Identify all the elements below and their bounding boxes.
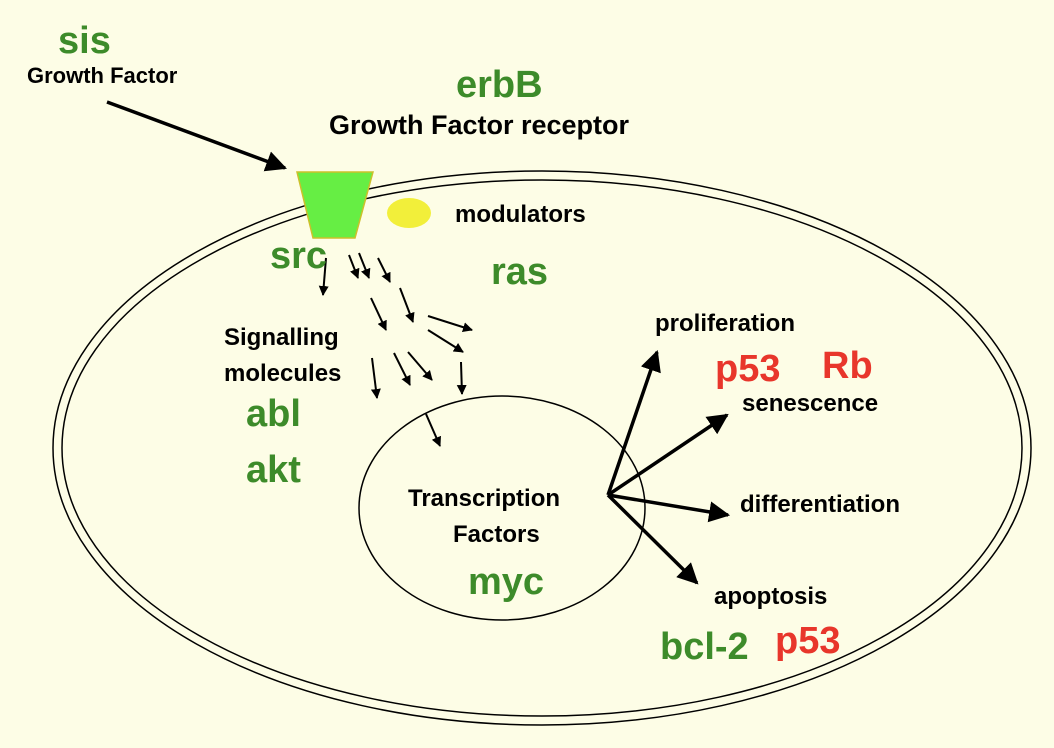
cell-membrane-outer — [52, 170, 1032, 726]
transcription-factors-line1: Transcription — [408, 485, 561, 512]
modulators-label: modulators — [455, 201, 586, 228]
differentiation-label: differentiation — [740, 491, 900, 518]
proliferation-label: proliferation — [655, 310, 796, 337]
bcl2-label: bcl-2 — [660, 626, 749, 668]
src-label: src — [270, 235, 328, 277]
growth-factor-receptor-shape — [296, 171, 374, 239]
apoptosis-label: apoptosis — [714, 583, 828, 610]
myc-label: myc — [468, 561, 545, 603]
akt-label: akt — [246, 449, 301, 491]
sis-label: sis — [58, 20, 111, 62]
signalling-molecules-line1: Signalling — [224, 324, 339, 351]
signalling-molecules-line2: molecules — [224, 360, 342, 387]
ras-label: ras — [491, 251, 549, 293]
senescence-label: senescence — [742, 390, 879, 417]
p53-bottom-label: p53 — [775, 620, 841, 662]
erbB-label: erbB — [456, 64, 543, 106]
outcome-arrows — [606, 350, 731, 585]
p53-top-label: p53 — [715, 348, 781, 390]
nucleus — [358, 395, 646, 621]
rb-label: Rb — [822, 345, 873, 387]
abl-label: abl — [246, 393, 301, 435]
growth-factor-receptor-label: Growth Factor receptor — [329, 110, 630, 140]
transcription-factors-line2: Factors — [453, 521, 540, 548]
cell-membrane-inner — [61, 179, 1023, 717]
modulator-shape — [387, 198, 431, 228]
signalling-cascade-arrows — [318, 252, 473, 447]
growth-factor-label: Growth Factor — [27, 63, 178, 88]
growth-factor-arrow — [106, 100, 287, 172]
